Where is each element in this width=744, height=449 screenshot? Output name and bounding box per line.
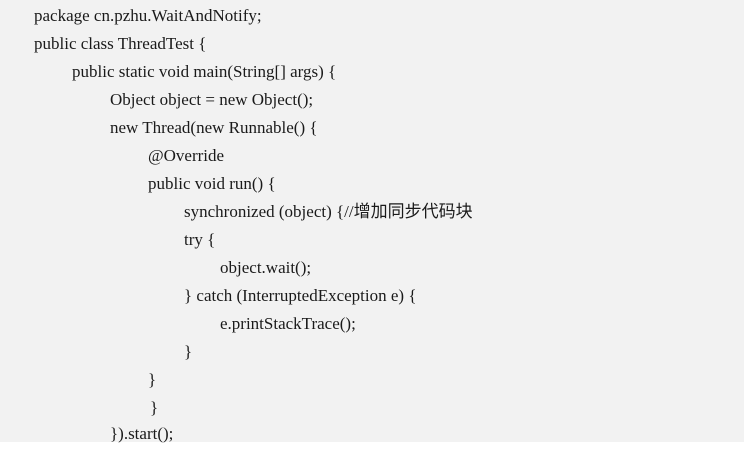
code-line-class-declaration: public class ThreadTest { <box>34 34 207 53</box>
code-line-run-method: public void run() { <box>148 174 276 193</box>
code-line-package: package cn.pzhu.WaitAndNotify; <box>34 6 262 25</box>
code-line-main-method: public static void main(String[] args) { <box>72 62 337 81</box>
code-line-close-run: } <box>150 398 159 417</box>
code-line-override-annotation: @Override <box>148 146 225 165</box>
code-line-try: try { <box>184 230 216 249</box>
code-line-object-wait: object.wait(); <box>220 258 312 277</box>
code-line-print-stack-trace: e.printStackTrace(); <box>220 314 356 333</box>
code-line-synchronized-block: synchronized (object) {//增加同步代码块 <box>184 202 473 221</box>
code-line-close-catch: } <box>184 342 193 361</box>
code-line-catch: } catch (InterruptedException e) { <box>184 286 417 305</box>
code-line-object-declaration: Object object = new Object(); <box>110 90 314 109</box>
code-line-thread-start: }).start(); <box>110 424 174 443</box>
code-line-new-thread: new Thread(new Runnable() { <box>110 118 318 137</box>
code-line-close-synchronized: } <box>148 370 157 389</box>
